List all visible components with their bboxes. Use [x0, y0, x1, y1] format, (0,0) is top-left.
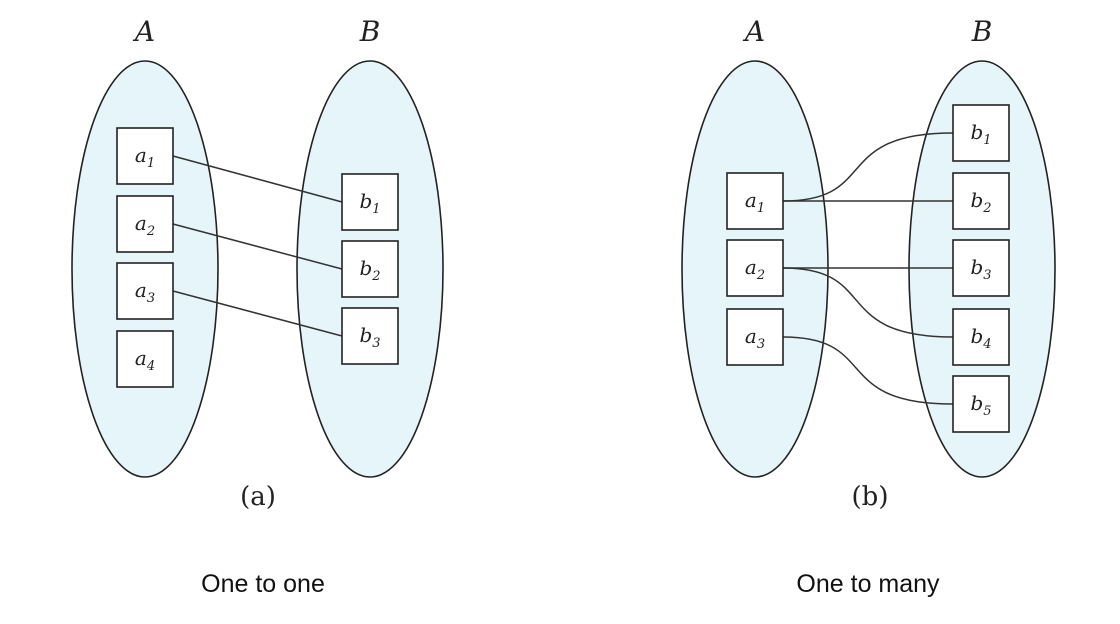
element-label: b2	[359, 256, 380, 284]
panel-b-set-b-title: B	[971, 15, 993, 48]
panel-a-element-a3: a3	[116, 262, 174, 320]
element-box	[952, 239, 1010, 297]
element-label: b3	[970, 255, 991, 283]
panel-b-connection-a1-b1	[782, 132, 954, 202]
element-label: a4	[135, 346, 155, 374]
element-label: b1	[359, 189, 380, 217]
panel-b-element-a2: a2	[726, 239, 784, 297]
panel-a-connection-a3-b3	[172, 290, 343, 337]
panel-b-element-a3: a3	[726, 308, 784, 366]
element-label: b5	[970, 391, 991, 419]
panel-a-connection-a1-b1	[172, 155, 343, 203]
element-box	[341, 240, 399, 298]
element-label: a2	[135, 211, 155, 239]
panel-b-element-a1: a1	[726, 172, 784, 230]
element-box	[341, 173, 399, 231]
element-box	[116, 195, 174, 253]
element-box	[116, 330, 174, 388]
element-label: b3	[359, 323, 380, 351]
panel-b-element-b1: b1	[952, 104, 1010, 162]
element-label: b2	[970, 188, 991, 216]
element-label: a3	[135, 278, 155, 306]
panel-b-element-b2: b2	[952, 172, 1010, 230]
element-box	[952, 104, 1010, 162]
element-label: a3	[745, 324, 765, 352]
panel-a-element-b3: b3	[341, 307, 399, 365]
element-box	[726, 172, 784, 230]
element-box	[952, 375, 1010, 433]
panel-a-connection-a2-b2	[172, 223, 343, 270]
element-box	[341, 307, 399, 365]
panel-b-element-b5: b5	[952, 375, 1010, 433]
panel-b-element-b4: b4	[952, 308, 1010, 366]
panel-b-connection-a3-b5	[782, 336, 954, 405]
panel-a-element-a1: a1	[116, 127, 174, 185]
element-box	[952, 308, 1010, 366]
panel-b-connection-a2-b4	[782, 267, 954, 338]
panel-a-element-a2: a2	[116, 195, 174, 253]
panel-b-label: (b)	[852, 482, 889, 512]
panel-a-label: (a)	[240, 482, 276, 512]
element-box	[116, 127, 174, 185]
element-box	[952, 172, 1010, 230]
panel-a-set-b-title: B	[359, 15, 381, 48]
element-label: a1	[745, 188, 765, 216]
element-box	[116, 262, 174, 320]
panel-b-element-b3: b3	[952, 239, 1010, 297]
element-box	[726, 308, 784, 366]
element-label: a2	[745, 255, 765, 283]
panel-one-to-one: A B a1 a2 a3 a4 b1	[71, 15, 444, 598]
panel-a-set-a-title: A	[132, 15, 155, 48]
panel-b-set-a-title: A	[742, 15, 765, 48]
panel-one-to-many: A B a1 a2 a3 b1 b2	[681, 15, 1056, 598]
panel-a-caption: One to one	[201, 570, 325, 598]
panel-a-element-a4: a4	[116, 330, 174, 388]
panel-a-element-b2: b2	[341, 240, 399, 298]
element-label: b1	[970, 120, 991, 148]
element-box	[726, 239, 784, 297]
panel-b-caption: One to many	[796, 570, 940, 598]
element-label: b4	[970, 324, 991, 352]
element-label: a1	[135, 143, 155, 171]
panel-a-element-b1: b1	[341, 173, 399, 231]
